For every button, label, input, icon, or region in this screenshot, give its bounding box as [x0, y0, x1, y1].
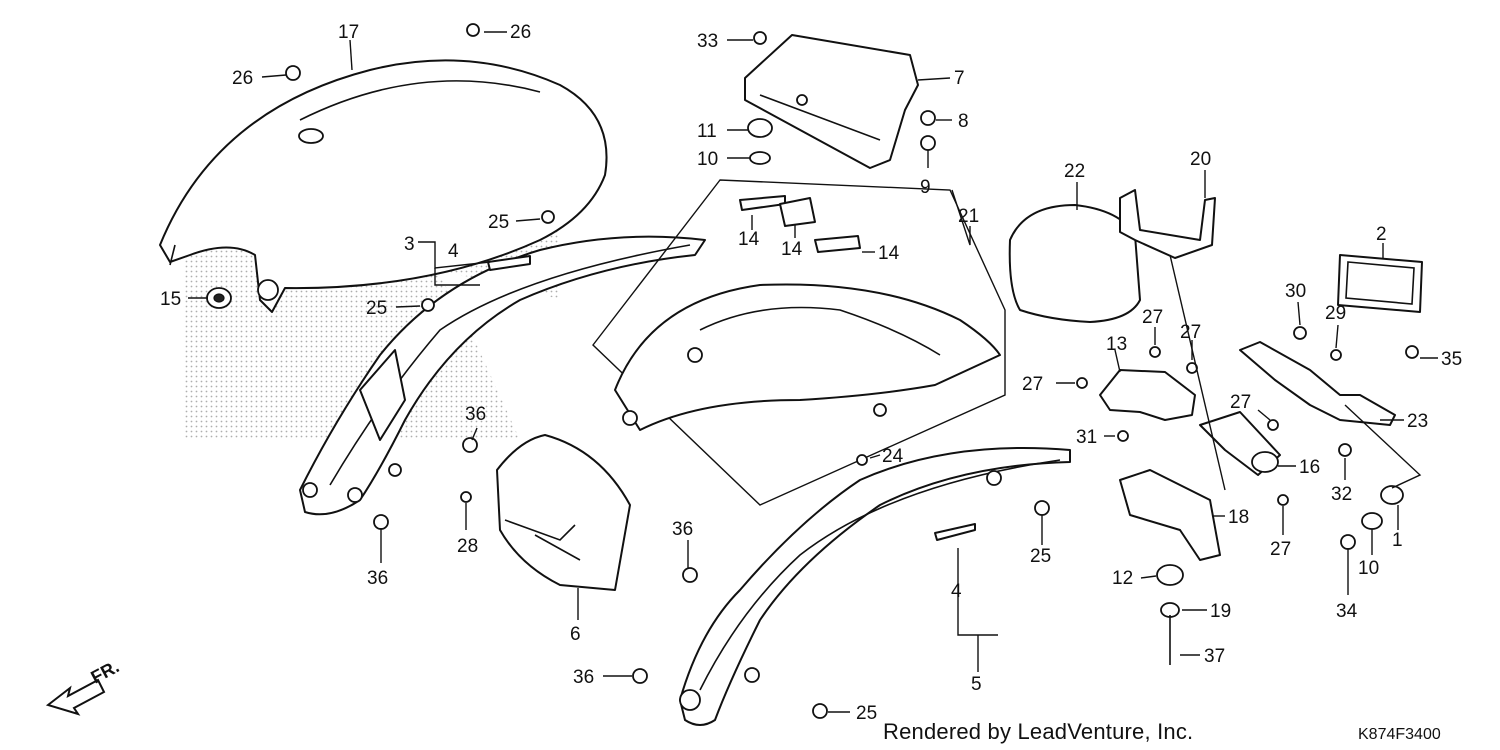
callout-26: 26 — [510, 22, 531, 43]
callout-36: 36 — [573, 667, 594, 688]
callout-10: 10 — [697, 149, 718, 170]
inner-panel-6 — [496, 434, 631, 591]
callout-14: 14 — [738, 229, 760, 250]
seat-pad-22 — [1008, 204, 1141, 323]
callout-19: 19 — [1210, 601, 1231, 622]
emblem-strip-upper — [487, 255, 531, 271]
callout-35: 35 — [1441, 349, 1462, 370]
callout-3: 3 — [404, 234, 415, 255]
light-bracket-23 — [1239, 341, 1396, 426]
callout-27: 27 — [1180, 322, 1201, 343]
callout-32: 32 — [1331, 484, 1352, 505]
callout-16: 16 — [1299, 457, 1320, 478]
mount-13 — [1099, 369, 1196, 421]
callout-27: 27 — [1142, 307, 1163, 328]
callout-11: 11 — [697, 121, 717, 142]
callout-26: 26 — [232, 68, 253, 89]
footer-credit: Rendered by LeadVenture, Inc. — [883, 719, 1194, 744]
callout-25: 25 — [856, 703, 877, 724]
callout-10: 10 — [1358, 558, 1379, 579]
callout-14: 14 — [878, 243, 900, 264]
callout-20: 20 — [1190, 149, 1211, 170]
callout-21: 21 — [958, 206, 979, 227]
callout-4: 4 — [448, 241, 459, 262]
callout-36: 36 — [367, 568, 388, 589]
callout-9: 9 — [920, 177, 931, 198]
callout-31: 31 — [1076, 427, 1097, 448]
callout-18: 18 — [1228, 507, 1249, 528]
callout-2: 2 — [1376, 224, 1387, 245]
callout-27: 27 — [1022, 374, 1043, 395]
callout-36: 36 — [465, 404, 486, 425]
diagram-code: K874F3400 — [1358, 726, 1441, 743]
reflector-2 — [1337, 254, 1423, 313]
fender-stay-right — [679, 447, 1071, 726]
rear-fender-cover — [159, 59, 608, 313]
callout-4: 4 — [951, 581, 962, 602]
bracket-20 — [1119, 189, 1216, 259]
callout-33: 33 — [697, 31, 718, 52]
leader-lines — [188, 31, 1438, 713]
callout-25: 25 — [1030, 546, 1051, 567]
callout-7: 7 — [954, 68, 965, 89]
callout-25: 25 — [366, 298, 387, 319]
callout-12: 12 — [1112, 568, 1133, 589]
callout-34: 34 — [1336, 601, 1358, 622]
callout-25: 25 — [488, 212, 509, 233]
callout-36: 36 — [672, 519, 693, 540]
callout-1: 1 — [1392, 530, 1403, 551]
callout-27: 27 — [1230, 392, 1251, 413]
callout-24: 24 — [882, 446, 904, 467]
callout-27: 27 — [1270, 539, 1291, 560]
license-bracket-7 — [744, 34, 919, 169]
callout-17: 17 — [338, 22, 359, 43]
fender-stay-left — [299, 235, 706, 516]
grommet-15 — [206, 287, 232, 309]
callout-37: 37 — [1204, 646, 1225, 667]
callout-8: 8 — [958, 111, 969, 132]
callout-30: 30 — [1285, 281, 1306, 302]
callout-22: 22 — [1064, 161, 1085, 182]
callout-14: 14 — [781, 239, 803, 260]
callout-6: 6 — [570, 624, 581, 645]
detail-box-21 — [592, 179, 1006, 506]
light-housing-16 — [1199, 411, 1281, 476]
callout-29: 29 — [1325, 303, 1346, 324]
callout-13: 13 — [1106, 334, 1127, 355]
callout-labels: 17 26 26 25 4 3 15 25 36 28 36 6 36 36 2… — [160, 22, 1462, 724]
callout-15: 15 — [160, 289, 181, 310]
callout-23: 23 — [1407, 411, 1428, 432]
front-direction-arrow: FR. — [45, 656, 122, 716]
mount-18 — [1119, 469, 1221, 561]
callout-28: 28 — [457, 536, 478, 557]
callout-5: 5 — [971, 674, 982, 695]
